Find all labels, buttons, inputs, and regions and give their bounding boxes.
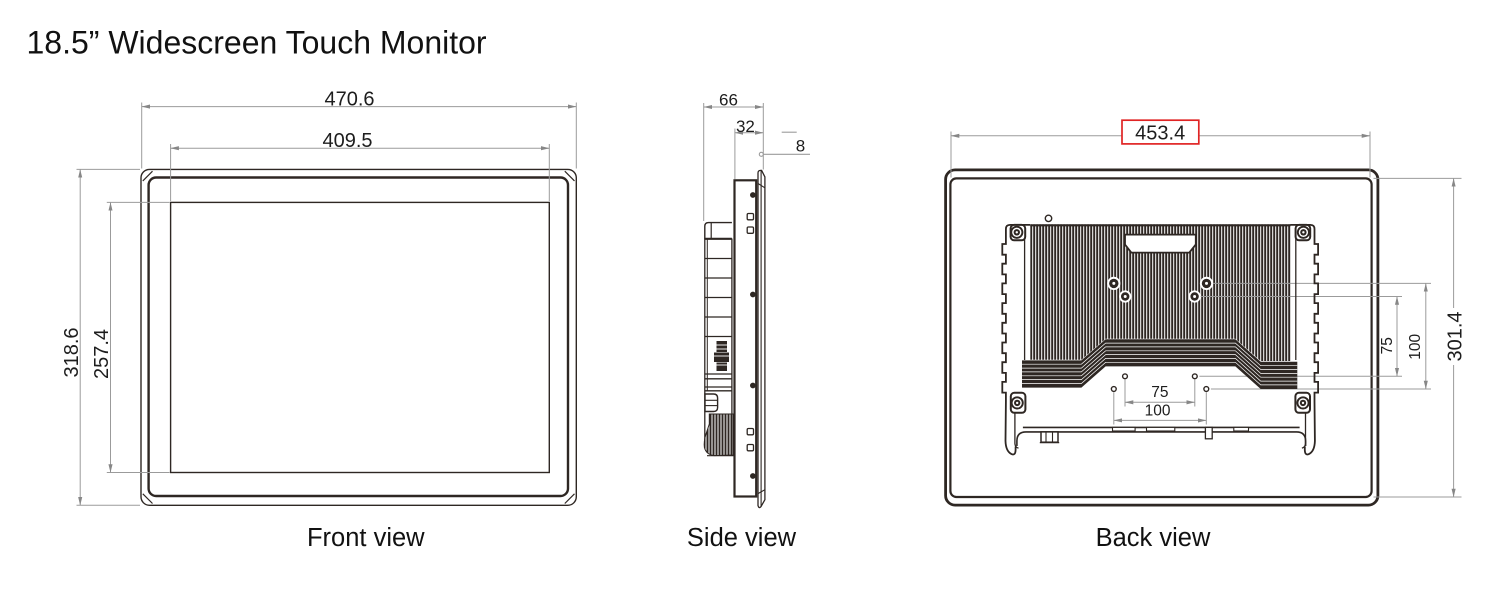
svg-text:75: 75 — [1151, 384, 1168, 401]
svg-text:75: 75 — [1379, 337, 1396, 354]
svg-text:Front view: Front view — [307, 524, 425, 552]
svg-text:409.5: 409.5 — [322, 130, 372, 152]
svg-text:Back view: Back view — [1096, 524, 1211, 552]
svg-text:100: 100 — [1407, 333, 1424, 359]
svg-text:100: 100 — [1145, 402, 1171, 419]
svg-text:453.4: 453.4 — [1135, 123, 1185, 145]
svg-text:257.4: 257.4 — [91, 329, 113, 379]
svg-text:8: 8 — [796, 136, 805, 155]
svg-text:Side view: Side view — [687, 524, 797, 552]
svg-text:66: 66 — [719, 91, 738, 110]
svg-text:18.5” Widescreen Touch Monitor: 18.5” Widescreen Touch Monitor — [27, 25, 487, 61]
svg-text:32: 32 — [736, 117, 755, 136]
svg-text:301.4: 301.4 — [1445, 311, 1467, 361]
svg-text:470.6: 470.6 — [324, 89, 374, 111]
svg-text:318.6: 318.6 — [61, 327, 83, 377]
